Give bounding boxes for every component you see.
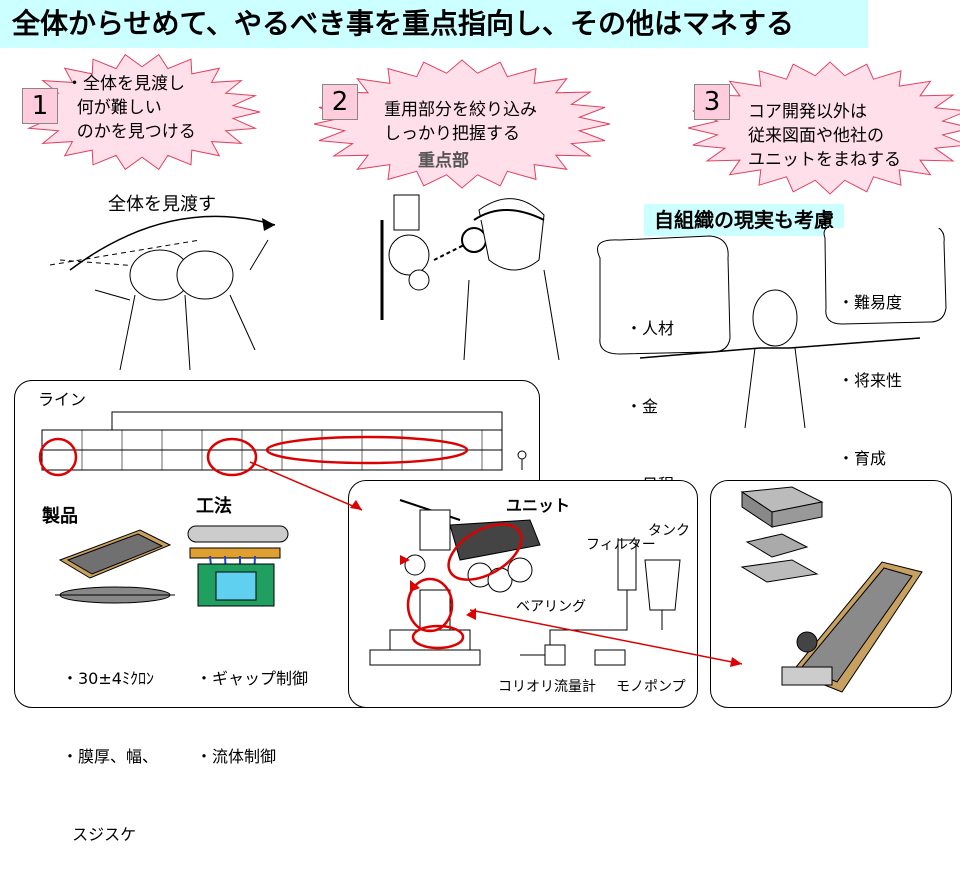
production-line-illustration xyxy=(38,411,527,477)
step-text-1: ・全体を見渡し 何が難しい のかを見つける xyxy=(66,74,196,142)
bearing-label: ベアリング xyxy=(516,599,586,615)
burst-2 xyxy=(313,59,611,189)
cloud-right xyxy=(823,228,947,325)
person-body xyxy=(463,269,560,360)
product-label: 製品 xyxy=(42,506,78,527)
overview-label: 全体を見渡す xyxy=(108,194,216,215)
person-head-icon-2 xyxy=(176,250,234,300)
focus-arrow xyxy=(433,244,465,261)
pointing-hand xyxy=(94,289,131,301)
burst-shapes xyxy=(23,53,960,195)
highlight-circle-left xyxy=(38,437,78,477)
process-illustration xyxy=(187,525,289,607)
roller-icon xyxy=(187,525,289,543)
unit-panel xyxy=(348,480,698,708)
cap-icon xyxy=(473,209,545,221)
step-number-3: 3 xyxy=(694,84,730,120)
step-number-2: 2 xyxy=(322,84,358,120)
filter-label: フィルター xyxy=(586,537,656,553)
view-arc xyxy=(69,215,276,271)
process-spec: ・ギャップ制御 xyxy=(196,669,309,688)
tank-label: タンク xyxy=(648,523,690,539)
process-spec: ・流体制御 xyxy=(196,747,277,766)
org-illustration xyxy=(597,228,947,428)
focus-label: 重点部 xyxy=(418,151,469,171)
org-right-list: ・難易度 ・将来性 ・育成 xyxy=(838,238,902,498)
highlight-bearing xyxy=(406,577,454,633)
page-title: 全体からせめて、やるべき事を重点指向し、その他はマネする xyxy=(0,0,868,48)
org-reality-title: 自組織の現実も考慮 xyxy=(644,204,844,236)
product-spec: スジスケ xyxy=(62,825,137,844)
part-middle xyxy=(745,533,809,558)
arrow-head-icon xyxy=(350,500,362,510)
product-illustration xyxy=(55,529,175,604)
step-number-1: 1 xyxy=(22,88,58,124)
person-body xyxy=(744,347,806,428)
highlight-ellipse xyxy=(265,435,469,465)
unit-illustration xyxy=(369,499,681,666)
unit-label: ユニット xyxy=(506,496,571,515)
org-left-item: ・金 xyxy=(626,397,659,416)
flowmeter-icon xyxy=(544,644,566,666)
flowmeter-label: コリオリ流量計 xyxy=(498,679,596,695)
arms xyxy=(639,337,921,359)
step-text-2: 重用部分を絞り込み しっかり把握する xyxy=(384,100,537,144)
connector-line-unit xyxy=(249,461,363,511)
person-head-icon xyxy=(752,289,798,347)
product-spec: ・膜厚、幅、 xyxy=(62,747,159,766)
burst-3 xyxy=(687,61,960,195)
connector-line-part xyxy=(469,609,743,665)
arrow-head-icon xyxy=(730,657,742,667)
highlight-belt xyxy=(447,523,523,581)
pump-label: モノポンプ xyxy=(616,679,686,695)
roller-icon xyxy=(796,631,818,653)
pump-icon xyxy=(594,649,626,666)
person-body xyxy=(119,239,269,370)
burst-layer xyxy=(23,53,960,195)
arrow-head-icon xyxy=(262,218,275,231)
org-left-item: ・人材 xyxy=(626,319,675,338)
machine-roller xyxy=(388,234,430,276)
highlight-circle-mid xyxy=(206,437,258,477)
machine-block xyxy=(393,194,420,231)
step-text-3: コア開発以外は 従来図面や他社の ユニットをまねする xyxy=(748,102,901,170)
part-bottom xyxy=(740,559,819,583)
org-right-item: ・将来性 xyxy=(838,371,903,390)
highlight-base xyxy=(411,624,465,650)
cloud-left xyxy=(597,235,731,355)
tank-icon xyxy=(644,559,681,611)
focus-illustration xyxy=(380,194,560,360)
product-spec: ・30±4ﾐｸﾛﾝ xyxy=(62,669,154,688)
connector-layer xyxy=(249,461,743,667)
process-label: 工法 xyxy=(196,496,232,517)
part-illustration xyxy=(740,486,923,693)
org-right-item: ・難易度 xyxy=(838,293,903,312)
org-right-item: ・育成 xyxy=(838,449,887,468)
overview-illustration xyxy=(49,215,276,370)
line-label: ライン xyxy=(38,390,87,409)
